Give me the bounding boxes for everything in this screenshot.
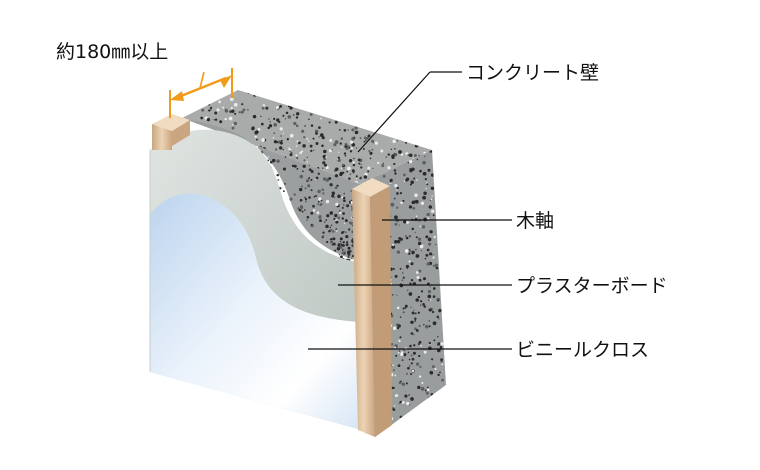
label-wood-stud: 木軸 bbox=[516, 210, 554, 232]
wood-stud-left bbox=[152, 114, 190, 150]
leader-concrete bbox=[357, 71, 431, 153]
label-plasterboard: プラスターボード bbox=[516, 275, 668, 297]
thickness-dimension bbox=[169, 68, 233, 118]
label-vinyl-cloth: ビニールクロス bbox=[516, 339, 649, 361]
label-concrete-wall: コンクリート壁 bbox=[466, 62, 599, 84]
vinyl-cloth-layer bbox=[150, 193, 362, 430]
thickness-label: 約180㎜以上 bbox=[56, 41, 168, 63]
wood-stud-right bbox=[352, 178, 392, 437]
concrete-inner-face bbox=[182, 118, 375, 437]
concrete-top-face bbox=[182, 90, 432, 184]
